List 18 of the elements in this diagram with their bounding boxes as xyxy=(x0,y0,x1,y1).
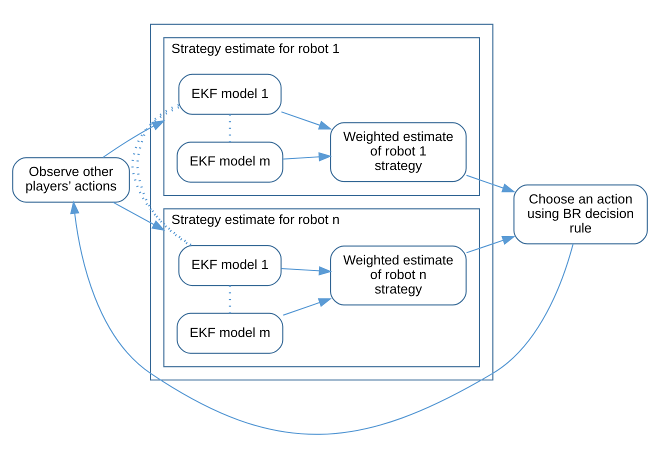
arrow xyxy=(466,174,516,192)
node-box: EKF model m xyxy=(176,142,284,183)
node-box: Weighted estimate of robot n strategy xyxy=(330,246,467,306)
arrow xyxy=(70,200,574,435)
node-box: EKF model m xyxy=(176,312,284,354)
arrow xyxy=(466,236,516,254)
node-box: EKF model 1 xyxy=(178,244,282,286)
node-box: Observe other players’ actions xyxy=(12,157,130,203)
arrow xyxy=(283,152,332,162)
arrow xyxy=(283,298,332,316)
arrow xyxy=(281,266,332,276)
arrow xyxy=(102,120,166,158)
node-box: Choose an action using BR decision rule xyxy=(513,184,648,244)
arrow xyxy=(112,202,166,231)
node-box: EKF model 1 xyxy=(178,74,282,115)
node-box: Weighted estimate of robot 1 strategy xyxy=(330,122,467,182)
arrow xyxy=(281,111,332,130)
connector xyxy=(131,104,192,246)
